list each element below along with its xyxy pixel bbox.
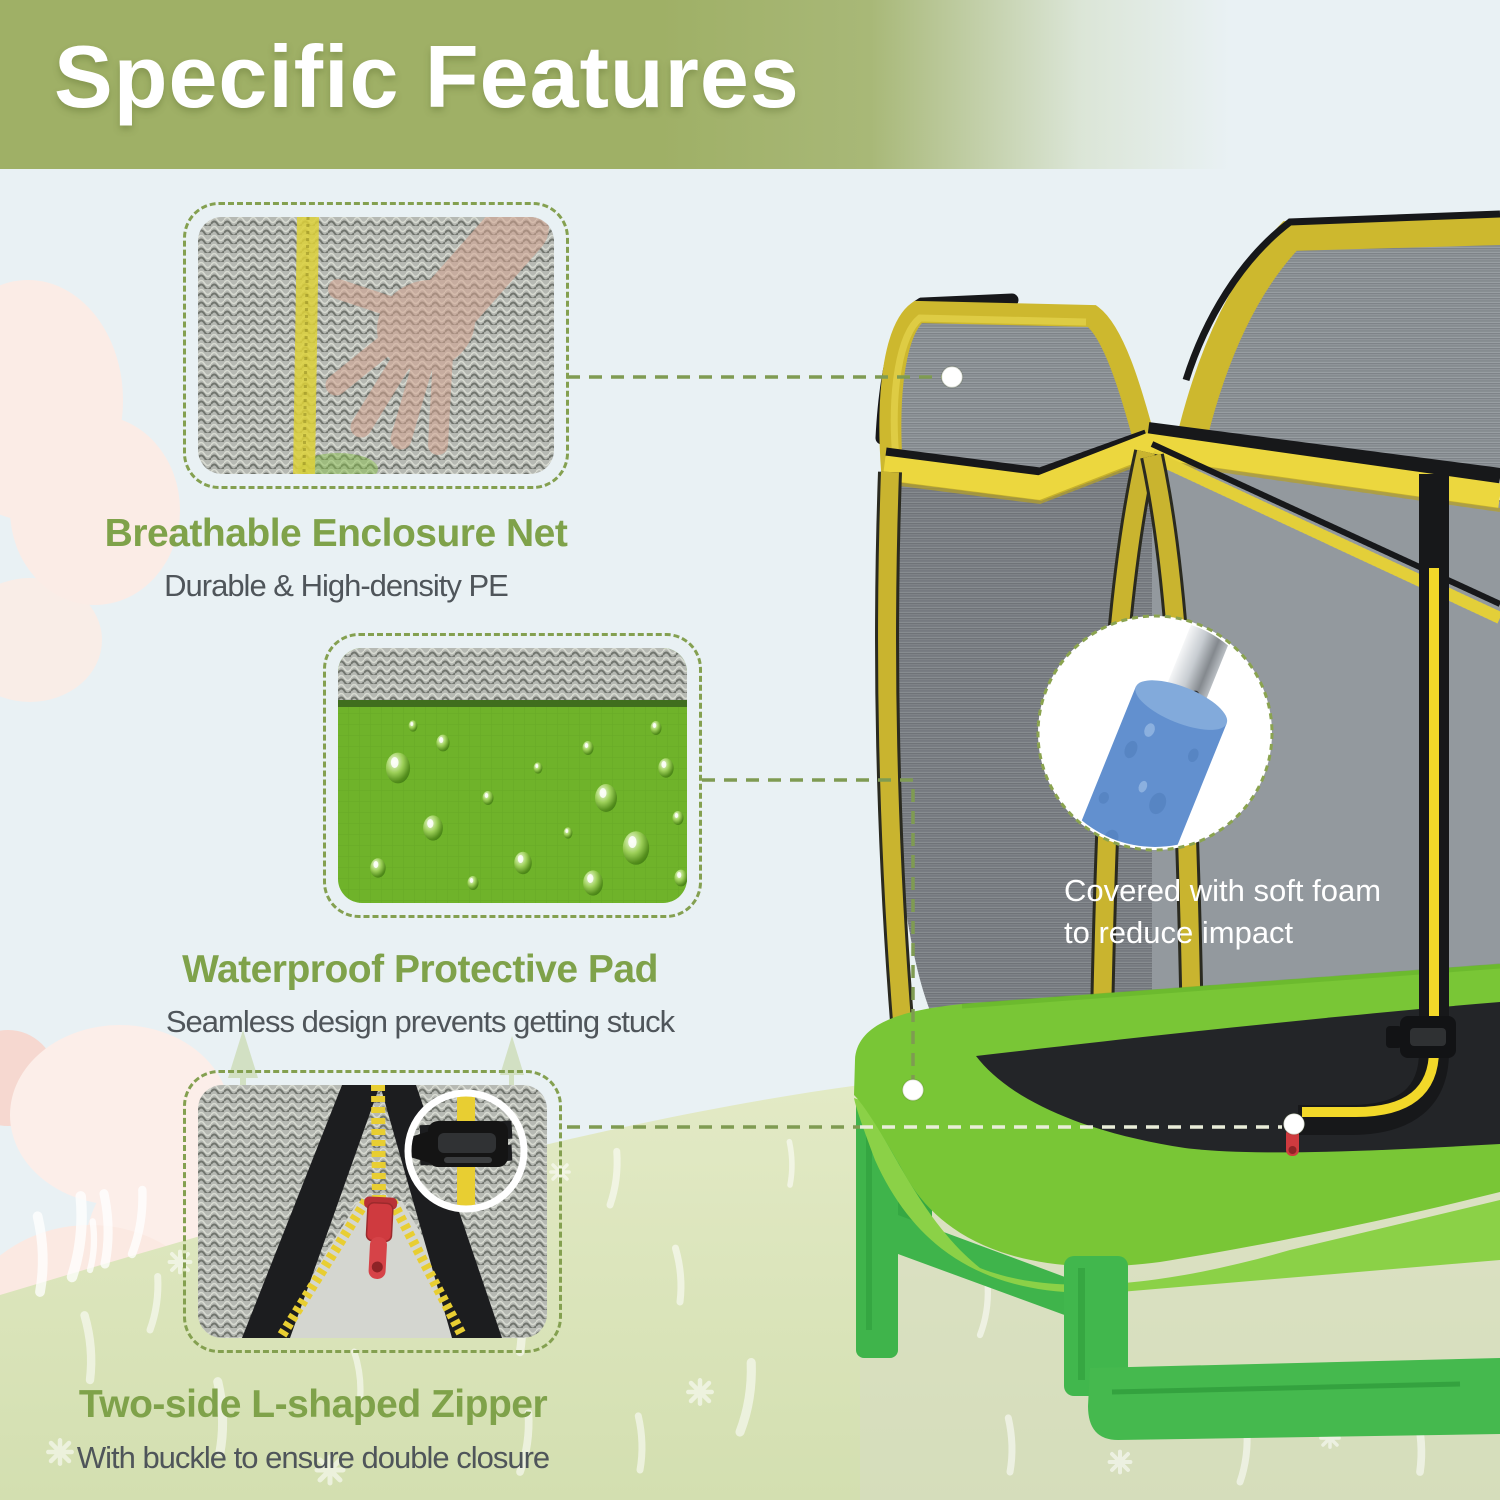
feature-subtitle-zipper: With buckle to ensure double closure (76, 1440, 550, 1475)
enclosure-net-illustration (198, 217, 554, 474)
feature-box-waterproof-pad (323, 633, 702, 918)
small-arch-pole (879, 300, 1158, 481)
photo-enclosure-net (198, 217, 554, 474)
trampoline-base-rail (1088, 1358, 1500, 1440)
feature-box-enclosure-net (183, 202, 569, 489)
pad-edge-line (961, 963, 1500, 1009)
connector-dot-zipper (1282, 1112, 1306, 1136)
small-arch-net (890, 312, 1146, 486)
net-body-near (1152, 448, 1500, 1032)
zipper-slider (364, 1196, 398, 1279)
foam-inset (1036, 614, 1274, 852)
feature-subtitle-enclosure-net: Durable & High-density PE (164, 568, 509, 603)
feature-title-waterproof-pad: Waterproof Protective Pad (182, 948, 658, 991)
feature-title-enclosure-net: Breathable Enclosure Net (104, 512, 568, 555)
small-arch-band-edge (885, 429, 1148, 477)
frame-skirt (854, 1098, 1500, 1293)
page-title: Specific Features (54, 27, 800, 126)
buckle-inset-ring (404, 1089, 528, 1213)
yellow-band (882, 433, 1500, 509)
connector-dot-net (940, 365, 964, 389)
strap-buckle (1386, 1016, 1456, 1058)
foam-note-line1: Covered with soft foam (1064, 873, 1381, 908)
trampoline-front-leg (1064, 1256, 1128, 1396)
connector-line-pad (702, 778, 915, 1080)
net-top-black-band (1146, 422, 1500, 488)
photo-zipper (198, 1085, 547, 1338)
header-banner: Specific Features (0, 0, 1500, 169)
yellow-band-shadow (883, 457, 1500, 512)
feature-box-zipper (183, 1070, 562, 1353)
waterproof-pad-illustration (338, 648, 687, 903)
zipper-teeth-closed (371, 1085, 386, 1206)
photo-waterproof-pad (338, 648, 687, 903)
trampoline-illustration (854, 210, 1500, 1440)
zipper-teeth-right (387, 1198, 467, 1338)
zipper-red-pull (1286, 1128, 1299, 1156)
foam-note-line2: to reduce impact (1064, 915, 1294, 950)
connector-dot-pad (901, 1078, 925, 1102)
zipper-illustration (198, 1085, 547, 1338)
feature-subtitle-waterproof-pad: Seamless design prevents getting stuck (165, 1004, 675, 1039)
small-arch-pole-highlight (890, 314, 1087, 461)
feature-title-zipper: Two-side L-shaped Zipper (78, 1383, 548, 1426)
zipper-tape-left (242, 1085, 380, 1338)
big-arch-black-edge (1182, 210, 1500, 382)
